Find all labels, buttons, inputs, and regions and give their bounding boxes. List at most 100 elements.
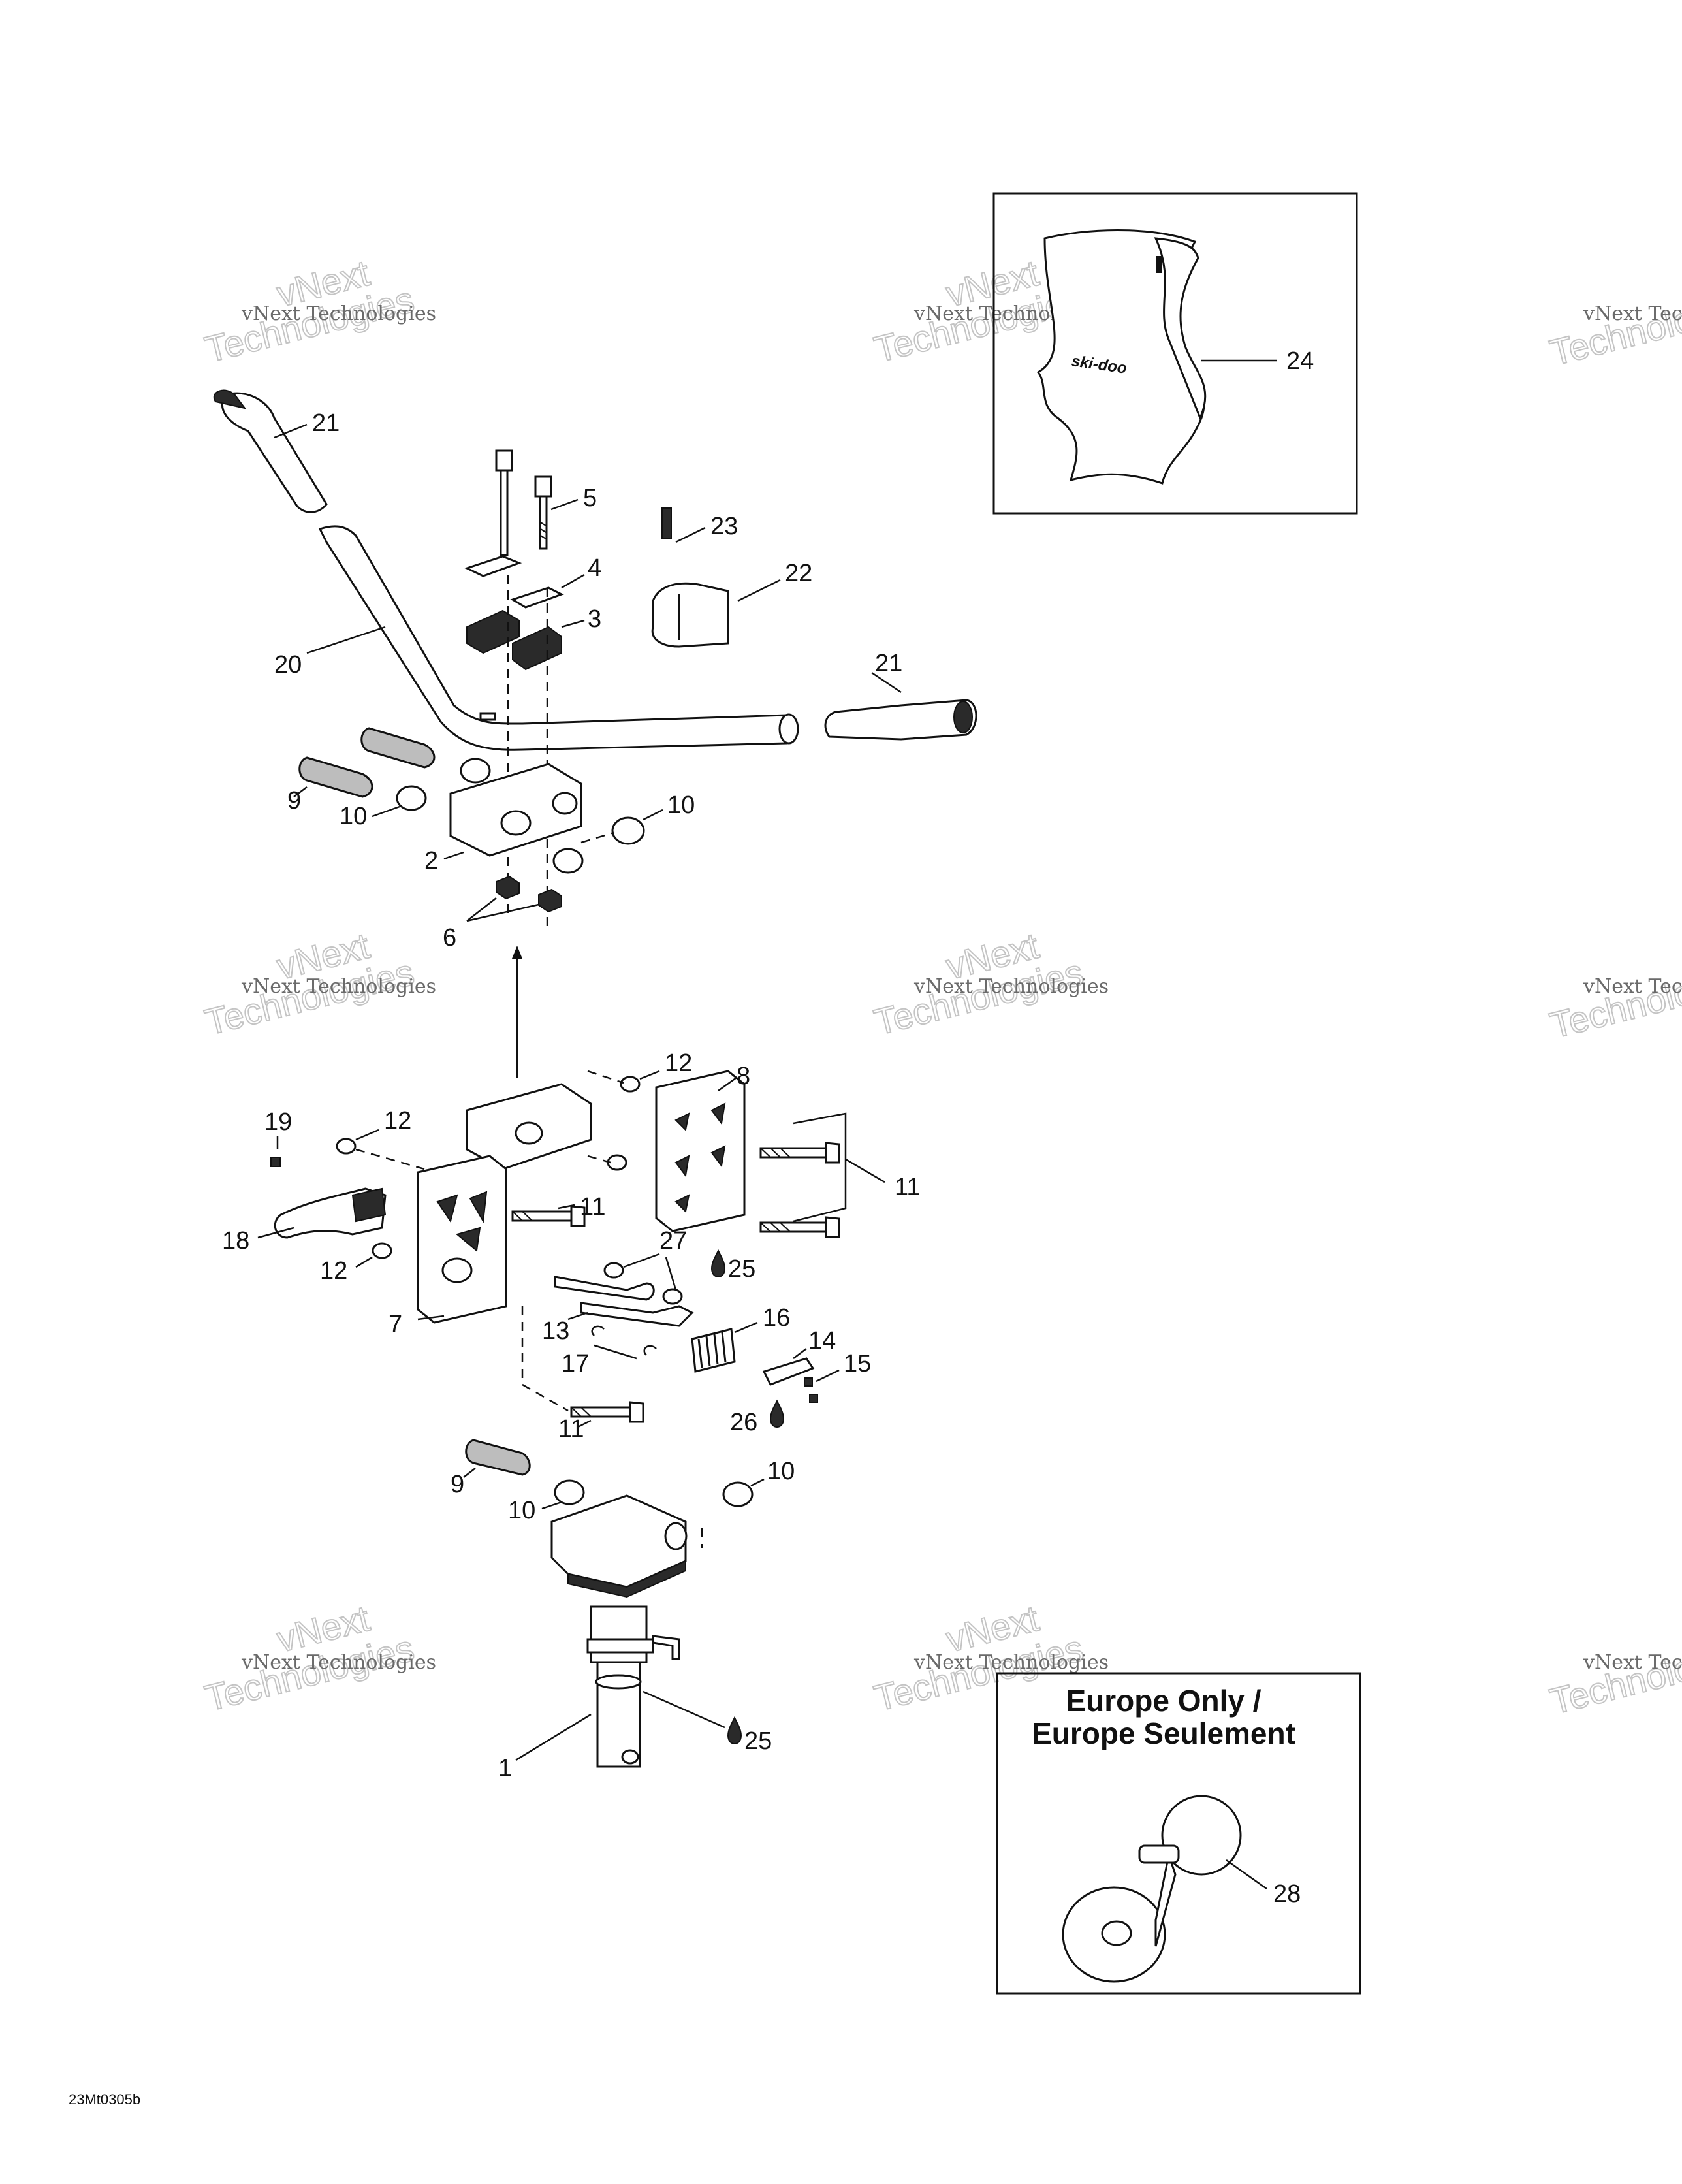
steering-column: 9 10 10 1 25 (451, 1439, 795, 1782)
nut-right (538, 888, 562, 913)
left-grip (221, 392, 328, 513)
drawing-code: 23Mt0305b (69, 2091, 140, 2108)
callout-6: 6 (443, 924, 456, 952)
callout-8: 8 (737, 1063, 750, 1090)
pivot-shaft-lower (465, 1439, 531, 1476)
watermark-big-text: Technologies (1546, 281, 1682, 373)
leader-11a (558, 1204, 575, 1210)
pivot-block-hole (500, 810, 532, 836)
watermark-caption: vNext Technologies (1583, 1651, 1682, 1674)
leader-8 (718, 1076, 737, 1092)
handlebar-mark (479, 712, 496, 721)
callout-15: 15 (844, 1350, 871, 1377)
leader-12b (355, 1129, 379, 1141)
callout-12c: 12 (320, 1257, 347, 1285)
leader-11b-bracket (793, 1112, 847, 1223)
screw-19 (270, 1157, 281, 1167)
spring-16-coils (697, 1332, 727, 1369)
leader-14 (793, 1348, 807, 1359)
bolt-11-thread-2 (760, 1222, 791, 1232)
leader-20 (306, 626, 386, 654)
column-neck (590, 1605, 648, 1663)
watermark-mid-mid: Technologies vNext vNext Technologies (870, 924, 1109, 1044)
bolt-shank (539, 495, 548, 550)
watermark-big-text: Technologies (1546, 954, 1682, 1046)
leader-2 (443, 851, 464, 860)
horn-bulb (1161, 1795, 1242, 1876)
handlebar-end (778, 713, 799, 745)
cover-slot (1156, 256, 1162, 273)
watermark-caption: vNext Technologies (241, 975, 436, 998)
horn-bell-opening (1101, 1920, 1132, 1946)
callout-12b: 12 (384, 1107, 411, 1134)
callout-25a: 25 (728, 1255, 755, 1283)
leader-15 (816, 1369, 840, 1383)
horn-clamp (1138, 1844, 1180, 1864)
bracket-assembly: 8 12 11 19 12 7 (222, 1050, 920, 1443)
nut-left (496, 875, 520, 900)
bolt-11-middle-head (570, 1205, 586, 1227)
centerline-washer (587, 1070, 624, 1084)
bracket-8-cutout (674, 1155, 690, 1178)
leader-27a (623, 1253, 660, 1268)
callout-10d: 10 (767, 1458, 795, 1485)
callout-9a: 9 (287, 787, 301, 814)
bracket-8 (655, 1070, 746, 1232)
bracket-8-cutout (710, 1145, 726, 1168)
watermark-caption: vNext Technologies (1583, 302, 1682, 325)
leader-6a (466, 897, 497, 922)
screw-15b (809, 1394, 818, 1403)
lever-18-housing (351, 1187, 387, 1223)
callout-11b: 11 (895, 1174, 920, 1201)
callout-24: 24 (1286, 347, 1314, 375)
assembly-arrow-head (512, 946, 522, 959)
callout-11c: 11 (558, 1415, 584, 1443)
leader-4 (561, 573, 585, 589)
bushing-lower-left (554, 1479, 585, 1505)
callout-5: 5 (583, 485, 597, 512)
bolt-11-lower-head (629, 1401, 644, 1423)
callout-7: 7 (389, 1311, 402, 1338)
centerline-bracket-7-b (522, 1383, 569, 1412)
callout-17: 17 (562, 1350, 589, 1377)
leader-17 (594, 1344, 637, 1360)
column-ring (595, 1674, 642, 1690)
leader-21a (274, 423, 308, 439)
leader-10d (750, 1478, 765, 1487)
cover-side-panel (1154, 237, 1207, 421)
callout-10c: 10 (508, 1497, 535, 1524)
leader-11b (845, 1158, 885, 1183)
callout-22: 22 (785, 560, 812, 587)
pivot-ghost-hole (515, 1121, 543, 1145)
rod-13 (554, 1276, 655, 1301)
bolt-11-middle-thread (512, 1211, 533, 1221)
bushing-lower (552, 848, 584, 874)
right-grip-end (953, 701, 973, 733)
europe-title-line1: Europe Only / (1066, 1684, 1261, 1718)
bushing-upper (460, 758, 491, 784)
centerline-washer (587, 1155, 611, 1164)
bracket-7-cutout (455, 1227, 481, 1252)
leader-7 (417, 1315, 445, 1321)
callout-2: 2 (424, 847, 438, 875)
callout-13: 13 (542, 1317, 569, 1345)
pivot-shaft-upper (360, 727, 436, 769)
callout-12a: 12 (665, 1050, 692, 1077)
washer-12a (620, 1076, 641, 1093)
callout-28: 28 (1273, 1880, 1301, 1908)
washer-12c (372, 1242, 392, 1259)
callout-3: 3 (588, 605, 601, 633)
watermark-mid-left: Technologies vNext vNext Technologies (200, 924, 436, 1044)
leader-12a (639, 1070, 660, 1080)
callout-21b: 21 (875, 650, 902, 677)
callout-26: 26 (730, 1409, 757, 1436)
bushing-left (396, 785, 427, 811)
bushing-right (611, 816, 645, 845)
washer-12-lower (607, 1154, 627, 1171)
clip-17a (591, 1325, 605, 1336)
bolt-11-head-2 (825, 1216, 840, 1238)
callout-18: 18 (222, 1227, 249, 1255)
bracket-7-hole (441, 1257, 473, 1283)
callout-16: 16 (763, 1304, 790, 1332)
inset-europe-box: Europe Only / Europe Seulement 28 (996, 1672, 1361, 1995)
